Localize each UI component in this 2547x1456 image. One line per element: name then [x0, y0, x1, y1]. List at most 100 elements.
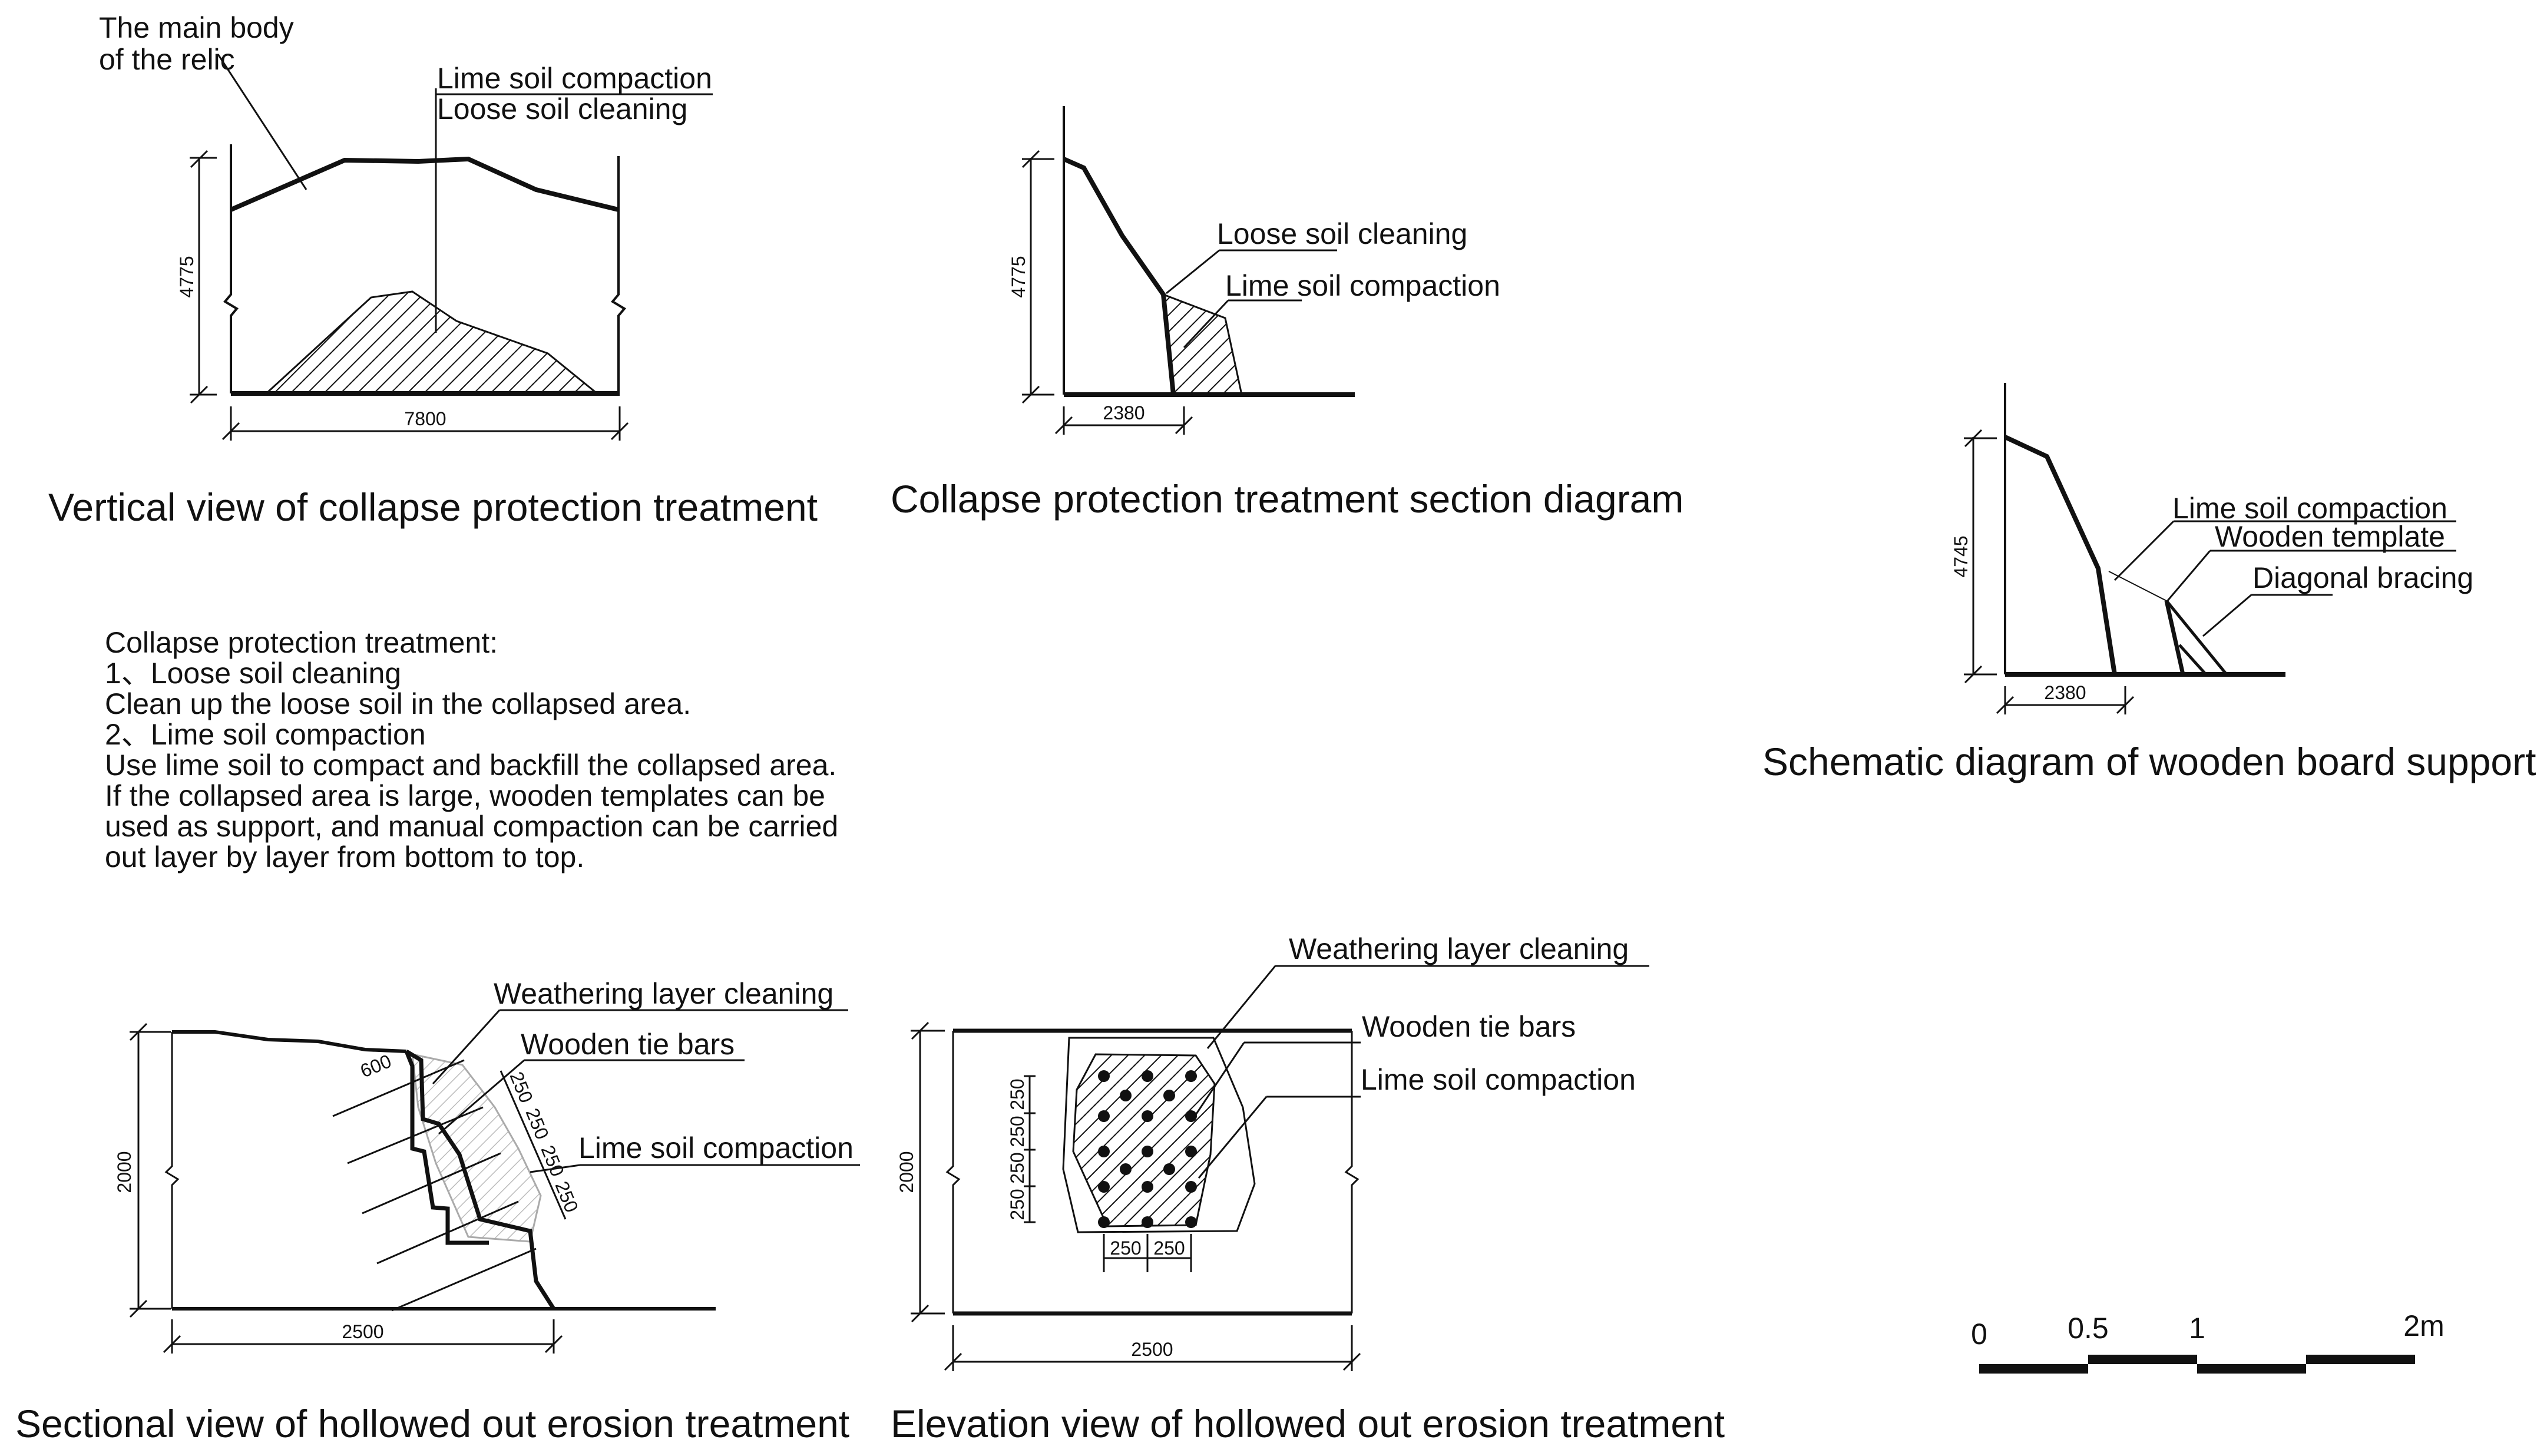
dimension-height: 4775 [1008, 150, 1054, 404]
dimension-vertical-text-1: 250 [1007, 1078, 1028, 1110]
scale-label-0-5: 0.5 [2068, 1312, 2109, 1345]
diagonal-brace-2 [2178, 644, 2207, 676]
dimension-height: 2000 [114, 1022, 180, 1318]
leader-lime [1183, 299, 1229, 349]
notes-line-1: Collapse protection treatment: [105, 626, 498, 659]
dimension-width-text: 2380 [2044, 682, 2086, 703]
title-sectional-erosion: Sectional view of hollowed out erosion t… [15, 1402, 849, 1445]
leader-tie-bars [1192, 1042, 1245, 1120]
title-elevation-erosion: Elevation view of hollowed out erosion t… [891, 1402, 1725, 1445]
scale-label-1: 1 [2189, 1312, 2205, 1345]
wooden-tie-bars [332, 1059, 537, 1312]
dimension-width-text: 2500 [342, 1321, 383, 1342]
dimension-width: 2380 [1054, 402, 1193, 435]
wooden-template [2164, 600, 2185, 675]
notes-line-4: 2、Lime soil compaction [105, 718, 426, 751]
scale-segment-4 [2306, 1355, 2415, 1364]
scale-segment-1 [1979, 1364, 2088, 1374]
section-diagram-figure: 4775 2380 Loose soil cleaning Lime soil … [891, 106, 1683, 521]
leader-lime [530, 1164, 581, 1173]
side-line-right [1344, 1031, 1359, 1313]
label-wooden-template: Wooden template [2215, 520, 2445, 553]
scale-bar: 0 0.5 1 2m [1971, 1309, 2445, 1374]
scale-segment-2 [2088, 1355, 2197, 1364]
dimension-width: 7800 [221, 406, 629, 441]
side-line-left [223, 144, 239, 393]
compaction-line [2108, 571, 2167, 601]
dimension-height-text: 2000 [114, 1151, 135, 1193]
leader-weathering [1206, 965, 1276, 1049]
label-tie-bars: Wooden tie bars [1362, 1010, 1576, 1043]
leader-template [2165, 550, 2211, 603]
slope-profile [2004, 435, 2117, 675]
label-weathering: Weathering layer cleaning [494, 977, 833, 1010]
hatched-collapse-area [264, 290, 598, 395]
label-lime-soil: Lime soil compaction [1225, 269, 1500, 302]
leader-weathering [432, 1009, 501, 1085]
leader-main-body [217, 54, 307, 190]
notes-line-3: Clean up the loose soil in the collapsed… [105, 687, 691, 720]
label-diagonal-bracing: Diagonal bracing [2252, 561, 2473, 594]
dimension-height-text: 4775 [1008, 256, 1029, 297]
dimension-horizontal-spacing: 250 250 [1103, 1234, 1192, 1272]
excavation-inner [404, 1050, 489, 1245]
leader-tie-bars [438, 1059, 525, 1135]
relic-outline [230, 156, 619, 212]
excavation-outer [405, 1049, 555, 1310]
dimension-spacing-text-2: 250 [522, 1105, 553, 1142]
dimension-width: 2500 [163, 1319, 563, 1354]
treatment-notes: Collapse protection treatment: 1、Loose s… [105, 626, 838, 873]
label-loose-soil: Loose soil cleaning [437, 92, 687, 125]
label-lime-soil: Lime soil compaction [437, 62, 712, 95]
scale-segment-3 [2197, 1364, 2306, 1374]
diagonal-brace-1 [2165, 600, 2228, 676]
dimension-height-text: 2000 [896, 1151, 917, 1193]
label-lime-soil: Lime soil compaction [578, 1131, 854, 1164]
dimension-spacing-text-4: 250 [551, 1178, 583, 1215]
notes-line-7: used as support, and manual compaction c… [105, 810, 838, 843]
lime-fill-area [411, 1053, 542, 1243]
notes-line-8: out layer by layer from bottom to top. [105, 840, 584, 873]
notes-line-5: Use lime soil to compact and backfill th… [105, 749, 836, 782]
dimension-horizontal-text-2: 250 [1153, 1237, 1185, 1259]
title-section-diagram: Collapse protection treatment section di… [891, 477, 1683, 521]
wall-top-profile [172, 1030, 407, 1053]
dimension-vertical-text-4: 250 [1007, 1189, 1028, 1220]
dimension-height: 2000 [896, 1021, 961, 1323]
title-vertical-view: Vertical view of collapse protection tre… [48, 485, 818, 529]
scale-label-2m: 2m [2403, 1309, 2444, 1342]
leader-lime [1198, 1096, 1268, 1179]
dimension-height: 4745 [1950, 429, 1997, 684]
dimension-spacing-text-1: 250 [506, 1068, 537, 1106]
slope-profile [1063, 157, 1176, 395]
elevation-erosion-figure: 2000 2500 250 250 250 250 250 [891, 932, 1725, 1445]
dimension-horizontal-text-1: 250 [1110, 1237, 1141, 1259]
label-main-body-line2: of the relic [99, 43, 235, 76]
dimension-width: 2500 [944, 1325, 1361, 1371]
wooden-support-figure: 4745 2380 Lime soil compaction Wooden te… [1762, 383, 2536, 783]
dimension-height-text: 4745 [1950, 535, 1972, 577]
label-weathering: Weathering layer cleaning [1289, 932, 1629, 965]
label-lime-soil: Lime soil compaction [1361, 1063, 1636, 1096]
dimension-600-text: 600 [357, 1050, 394, 1081]
dimension-height-text: 4775 [176, 256, 197, 297]
dimension-width-text: 7800 [404, 408, 446, 429]
label-main-body-line1: The main body [99, 11, 294, 44]
dimension-width: 2380 [1996, 682, 2135, 714]
scale-label-0: 0 [1971, 1318, 1987, 1351]
notes-line-2: 1、Loose soil cleaning [105, 657, 401, 690]
dimension-spacing-text-3: 250 [537, 1142, 568, 1179]
leader-bracing [2202, 594, 2252, 637]
dimension-width-text: 2380 [1103, 402, 1145, 423]
dimension-vertical-spacing: 250 250 250 250 [1007, 1075, 1036, 1223]
weathering-outline [1062, 1037, 1256, 1233]
dimension-vertical-text-2: 250 [1007, 1116, 1028, 1147]
vertical-view-figure: 4775 7800 The main body of the relic Lim… [48, 11, 818, 529]
side-line-right [610, 156, 627, 393]
title-wooden-support: Schematic diagram of wooden board suppor… [1762, 740, 2536, 783]
label-lime-soil: Lime soil compaction [2172, 492, 2447, 525]
label-loose-soil: Loose soil cleaning [1217, 217, 1467, 250]
notes-line-6: If the collapsed area is large, wooden t… [105, 779, 825, 812]
leader-loose [1166, 249, 1220, 294]
